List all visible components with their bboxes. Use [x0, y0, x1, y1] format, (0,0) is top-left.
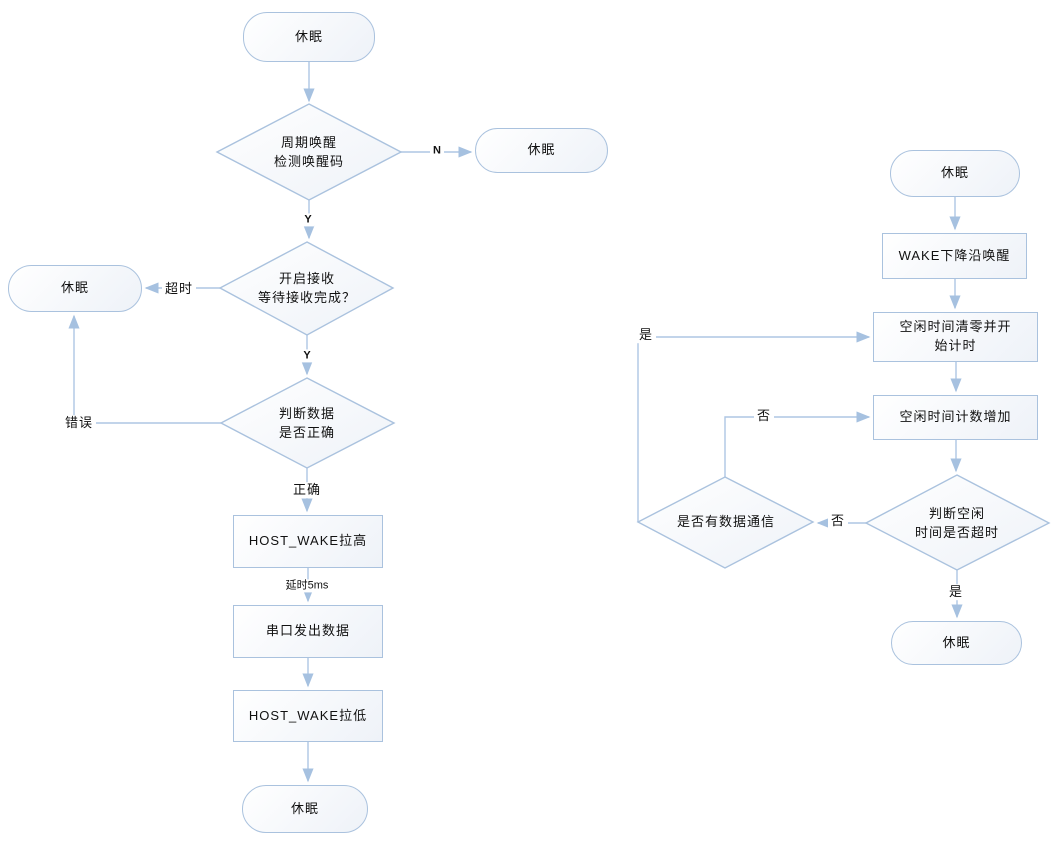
decision-data-comm-shape — [636, 476, 815, 569]
right-start-sleep-node: 休眠 — [890, 150, 1020, 197]
edge-label-yes-to-sleep: 是 — [945, 584, 967, 600]
edge-label-timeout: 超时 — [161, 281, 197, 297]
edge-label-correct: 正确 — [289, 482, 325, 498]
edge-label-error: 错误 — [61, 415, 97, 431]
decision-wake-cycle-shape — [215, 103, 403, 201]
left-end-sleep-node: 休眠 — [242, 785, 368, 833]
edge-label-n: N — [430, 144, 444, 158]
left-sleep-after-n-node: 休眠 — [475, 128, 608, 173]
edge-label-no-to-comm: 否 — [827, 513, 849, 529]
edge-label-no-to-count: 否 — [753, 408, 775, 424]
left-sleep-after-timeout-node: 休眠 — [8, 265, 142, 312]
host-wake-high-node: HOST_WAKE拉高 — [233, 515, 383, 568]
edge-label-y-mid: Y — [300, 349, 314, 363]
edge-label-delay-5ms: 延时5ms — [282, 579, 332, 593]
right-end-sleep-node: 休眠 — [891, 621, 1022, 665]
uart-send-node: 串口发出数据 — [233, 605, 383, 658]
idle-clear-start-node: 空闲时间清零并开 始计时 — [873, 312, 1038, 362]
wake-falling-edge-node: WAKE下降沿唤醒 — [882, 233, 1027, 279]
host-wake-low-node: HOST_WAKE拉低 — [233, 690, 383, 742]
decision-idle-timeout-shape — [864, 474, 1051, 571]
edge-label-yes-to-clear: 是 — [635, 327, 657, 343]
decision-receive-shape — [218, 241, 395, 336]
left-start-sleep-node: 休眠 — [243, 12, 375, 62]
edge-label-y-top: Y — [301, 213, 315, 227]
decision-data-valid-shape — [219, 377, 396, 469]
idle-count-increase-node: 空闲时间计数增加 — [873, 395, 1038, 440]
edge-left-error-to-sleep — [68, 314, 221, 424]
edge-right-no-to-count — [724, 411, 871, 477]
